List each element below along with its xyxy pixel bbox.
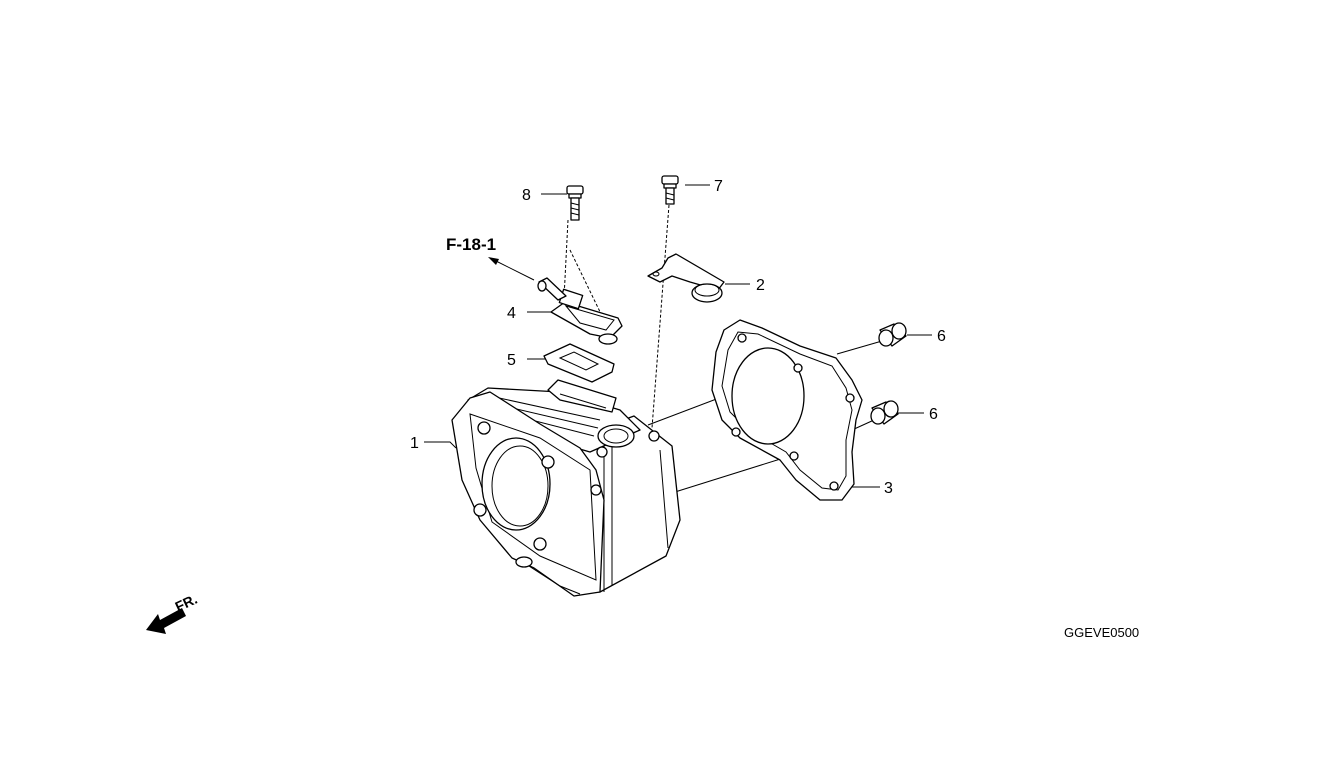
front-direction-label: FR. xyxy=(173,591,200,615)
dowel-pin-6b-icon xyxy=(870,400,899,425)
gasket-3-icon xyxy=(711,319,863,501)
callout-1: 1 xyxy=(410,435,419,452)
reference-label: F-18-1 xyxy=(446,235,496,254)
valve-cover-4-icon xyxy=(537,277,623,345)
callout-3: 3 xyxy=(884,480,893,497)
gasket-5-icon xyxy=(543,343,615,383)
bracket-2-icon xyxy=(647,253,725,303)
callout-2: 2 xyxy=(756,277,765,294)
callout-6-lower: 6 xyxy=(929,406,938,423)
callout-4: 4 xyxy=(507,305,516,322)
callout-5: 5 xyxy=(507,352,516,369)
callout-6-upper: 6 xyxy=(937,328,946,345)
bolt-7-icon xyxy=(661,175,679,205)
front-direction-arrow-icon xyxy=(146,608,186,634)
diagram-code: GGEVE0500 xyxy=(1064,625,1139,640)
callout-8: 8 xyxy=(522,187,531,204)
cylinder-1-icon xyxy=(451,379,681,597)
bolt-8-icon xyxy=(566,185,584,221)
dowel-pin-6a-icon xyxy=(878,322,907,347)
leader-lines xyxy=(424,184,932,493)
callout-7: 7 xyxy=(714,178,723,195)
